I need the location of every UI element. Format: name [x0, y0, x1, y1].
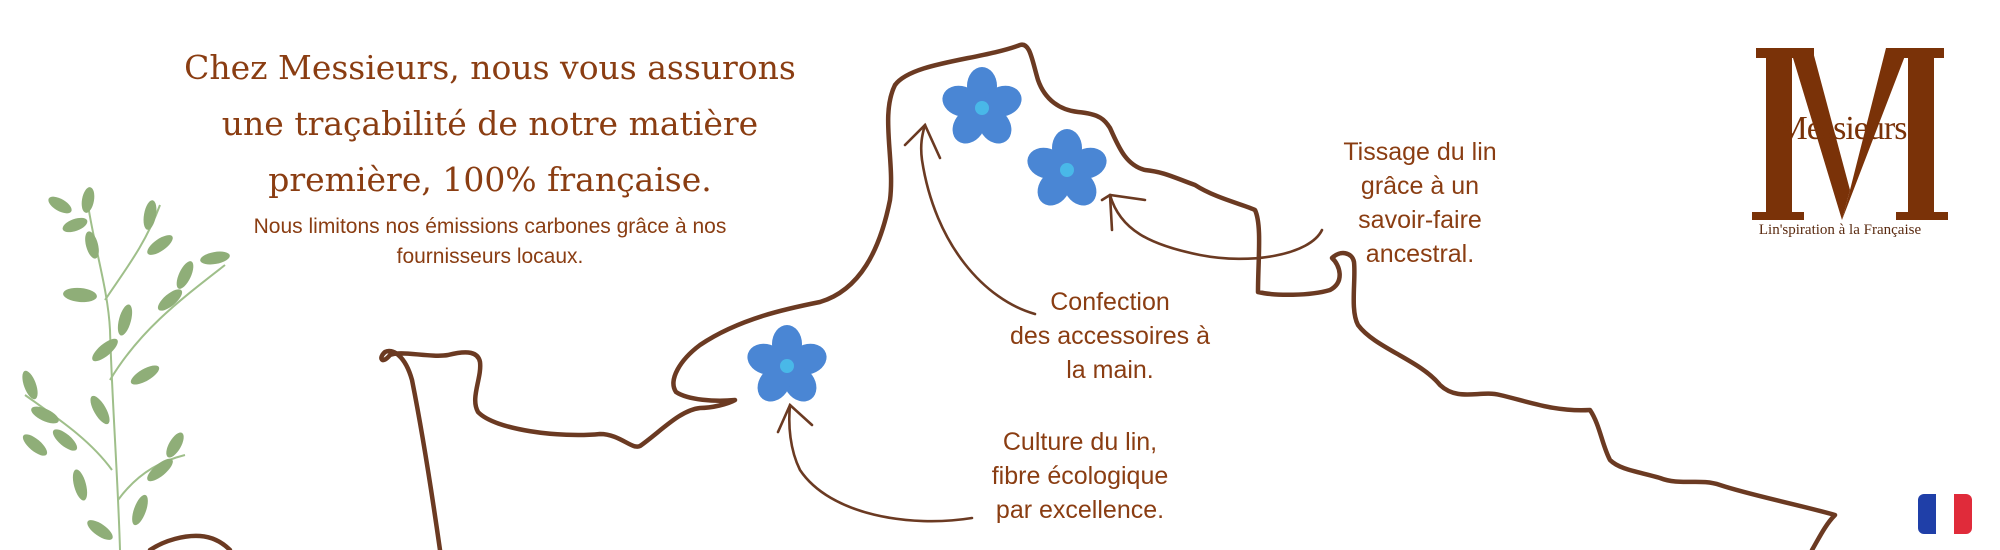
olive-branch-icon	[22, 187, 230, 550]
caption-tissage: Tissage du lin grâce à un savoir-faire a…	[1300, 135, 1540, 271]
subheadline: Nous limitons nos émissions carbones grâ…	[200, 212, 780, 272]
caption-confection: Confection des accessoires à la main.	[985, 285, 1235, 387]
headline-line-3: première, 100% française.	[268, 160, 712, 199]
headline: Chez Messieurs, nous vous assurons une t…	[140, 40, 840, 208]
caption-line: grâce à un	[1360, 172, 1480, 200]
arrow-culture	[788, 403, 974, 523]
caption-line: des accessoires à	[1009, 322, 1211, 350]
france-map-outline	[379, 42, 1838, 550]
caption-line: la main.	[1066, 356, 1154, 384]
caption-line: savoir-faire	[1358, 206, 1482, 234]
subheadline-line-2: fournisseurs locaux.	[396, 245, 584, 268]
arrow-culture-head	[776, 402, 814, 434]
arrow-confection-head	[903, 122, 942, 160]
caption-line: fibre écologique	[991, 462, 1169, 490]
coast-fragment	[147, 533, 233, 550]
french-flag-icon	[1918, 494, 1972, 534]
logo-tagline: Lin'spiration à la Française	[1758, 222, 1922, 238]
caption-line: ancestral.	[1365, 240, 1475, 268]
arrow-tissage-head	[1100, 193, 1147, 232]
arrow-confection	[919, 123, 1037, 316]
subheadline-line-1: Nous limitons nos émissions carbones grâ…	[253, 215, 727, 238]
messieurs-logo	[1752, 48, 1948, 220]
flax-flower-icon	[942, 67, 1022, 144]
caption-line: Confection	[1050, 288, 1170, 316]
logo-brand-name: Messieurs	[1777, 110, 1908, 147]
headline-line-2: une traçabilité de notre matière	[221, 104, 759, 143]
caption-line: par excellence.	[995, 496, 1165, 524]
arrow-tissage	[1108, 193, 1324, 261]
flax-flower-icon	[1027, 129, 1107, 206]
caption-line: Tissage du lin	[1343, 138, 1497, 166]
caption-culture: Culture du lin, fibre écologique par exc…	[960, 425, 1200, 527]
flax-flower-icon	[747, 325, 827, 402]
headline-line-1: Chez Messieurs, nous vous assurons	[184, 48, 796, 87]
caption-line: Culture du lin,	[1002, 428, 1158, 456]
